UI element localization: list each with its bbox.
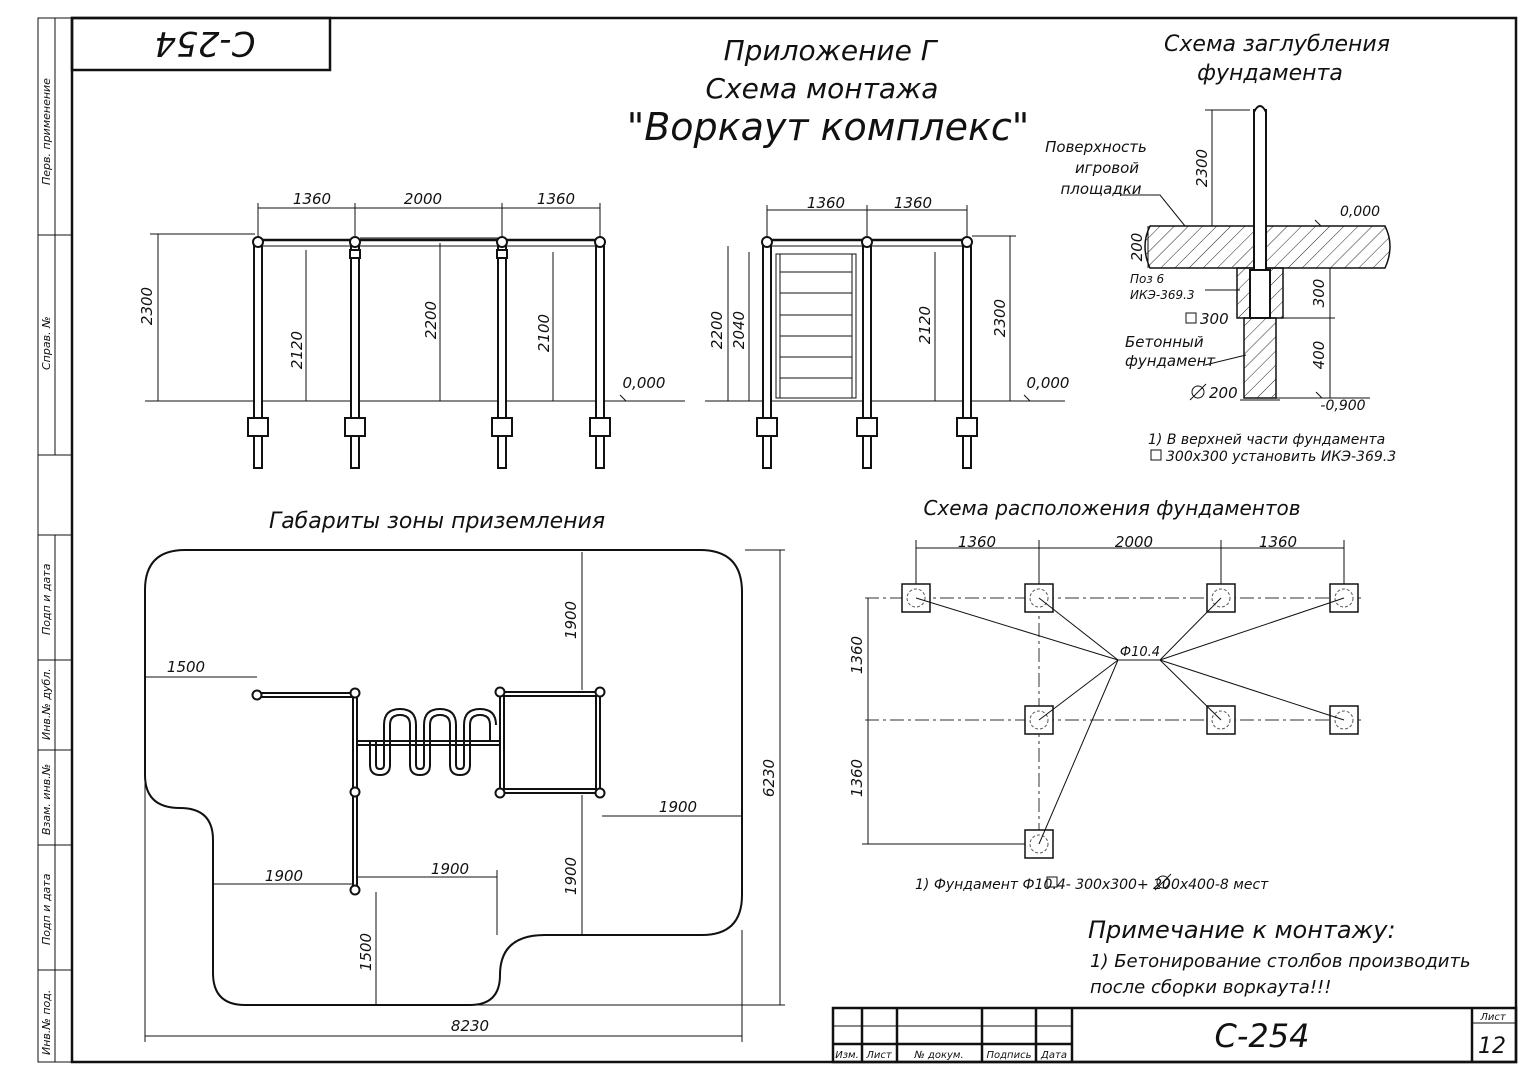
side-dim-2120: 2120 (916, 306, 934, 344)
foundation-layout (862, 540, 1365, 859)
lz-dim-6230: 6230 (760, 759, 778, 797)
depth-note-line1: 1) В верхней части фундамента (1148, 432, 1385, 448)
landing-title: Габариты зоны приземления (269, 509, 605, 534)
depth-level-top: 0,000 (1340, 204, 1380, 220)
depth-dim-400: 400 (1310, 341, 1328, 370)
depth-dim-200: 200 (1128, 233, 1146, 262)
side-dim-2300: 2300 (991, 299, 1009, 337)
tb-code: С-254 (1215, 1017, 1310, 1055)
side-dim-2200: 2200 (708, 311, 726, 349)
stamp-box (70, 16, 332, 72)
side-dim-1360-b: 1360 (894, 194, 932, 212)
front-view (145, 203, 685, 469)
lz-dim-1500-bottom: 1500 (357, 933, 375, 971)
concrete-line1: Бетонный (1125, 333, 1204, 351)
title-line3: "Воркаут комплекс" (627, 105, 1030, 149)
front-dim-1360-b: 1360 (537, 190, 575, 208)
stamp-code: С-254 (155, 23, 256, 63)
layout-dim-1360-a: 1360 (958, 533, 996, 551)
lz-dim-1500-left: 1500 (167, 658, 205, 676)
depth-title-line2: фундамента (1197, 61, 1343, 86)
mounting-line2: после сборки воркаута!!! (1090, 977, 1331, 998)
tb-col-izm: Изм. (835, 1050, 859, 1061)
mounting-title: Примечание к монтажу: (1088, 916, 1396, 944)
lz-dim-1900-bottom: 1900 (562, 857, 580, 895)
lz-dim-1900-left: 1900 (265, 867, 303, 885)
side-dim-1360-a: 1360 (807, 194, 845, 212)
layout-dim-1360-c: 1360 (848, 636, 866, 674)
tb-sheet-num: 12 (1478, 1034, 1506, 1059)
side-label-3: Подп и дата (40, 563, 53, 635)
mounting-line1: 1) Бетонирование столбов производить (1090, 951, 1471, 972)
layout-note-diameter-icon (1156, 875, 1170, 889)
pos-line1: Поз 6 (1130, 272, 1165, 286)
side-label-4: Инв.№ дубл. (40, 668, 53, 740)
front-level: 0,000 (623, 374, 666, 392)
depth-dim-2300: 2300 (1193, 149, 1211, 187)
layout-label: Ф10.4 (1120, 645, 1160, 660)
lz-dim-1900-top: 1900 (562, 601, 580, 639)
lz-dim-1900-right: 1900 (659, 798, 697, 816)
layout-dim-2000: 2000 (1115, 533, 1153, 551)
title-line1: Приложение Г (724, 34, 939, 67)
layout-note: 1) Фундамент Ф10.4- 300х300+ 200х400-8 м… (915, 877, 1269, 893)
depth-dim-300: 300 (1310, 279, 1328, 308)
front-dim-2100: 2100 (535, 314, 553, 352)
surface-line1: Поверхность (1045, 138, 1147, 156)
side-dim-2040: 2040 (730, 311, 748, 349)
side-label-2: Справ. № (40, 316, 53, 370)
side-label-5: Взам. инв.№ (40, 764, 53, 835)
tb-sheet-label: Лист (1479, 1012, 1507, 1023)
layout-dim-1360-d: 1360 (848, 759, 866, 797)
lz-dim-8230: 8230 (451, 1017, 489, 1035)
surface-line2: игровой (1075, 159, 1139, 177)
side-level: 0,000 (1027, 374, 1070, 392)
side-margin (38, 18, 72, 1062)
concrete-line2: фундамент (1125, 352, 1216, 370)
depth-diagram (1120, 105, 1391, 401)
note-square-icon (1150, 449, 1162, 461)
depth-note-line2: 300х300 установить ИКЭ-369.3 (1166, 449, 1396, 465)
surface-line3: площадки (1060, 180, 1141, 198)
layout-note-square-icon (1046, 876, 1058, 888)
layout-dim-1360-b: 1360 (1259, 533, 1297, 551)
front-dim-2300: 2300 (138, 287, 156, 325)
tb-col-date: Дата (1040, 1050, 1067, 1061)
inner-frame (70, 16, 1518, 1064)
layout-title: Схема расположения фундаментов (923, 496, 1300, 520)
title-block (831, 1006, 1518, 1064)
depth-title-line1: Схема заглубления (1164, 32, 1390, 57)
landing-zone (144, 549, 785, 1042)
side-label-1: Перв. применение (40, 78, 53, 185)
diam-200: 200 (1209, 384, 1238, 402)
title-line2: Схема монтажа (706, 72, 939, 105)
tb-col-list: Лист (865, 1050, 893, 1061)
front-dim-2120: 2120 (288, 331, 306, 369)
square-300: 300 (1200, 310, 1229, 328)
pos-line2: ИКЭ-369.3 (1130, 288, 1195, 302)
front-dim-2200: 2200 (422, 301, 440, 339)
lz-dim-1900-mid: 1900 (431, 860, 469, 878)
tb-col-docnum: № докум. (913, 1050, 963, 1061)
front-dim-1360-a: 1360 (293, 190, 331, 208)
front-dim-2000: 2000 (404, 190, 442, 208)
side-label-7: Инв.№ под. (40, 990, 53, 1055)
tb-col-signature: Подпись (987, 1050, 1032, 1061)
side-label-6: Подп и дата (40, 873, 53, 945)
depth-level-bottom: -0,900 (1320, 398, 1365, 414)
side-view (705, 205, 1065, 469)
